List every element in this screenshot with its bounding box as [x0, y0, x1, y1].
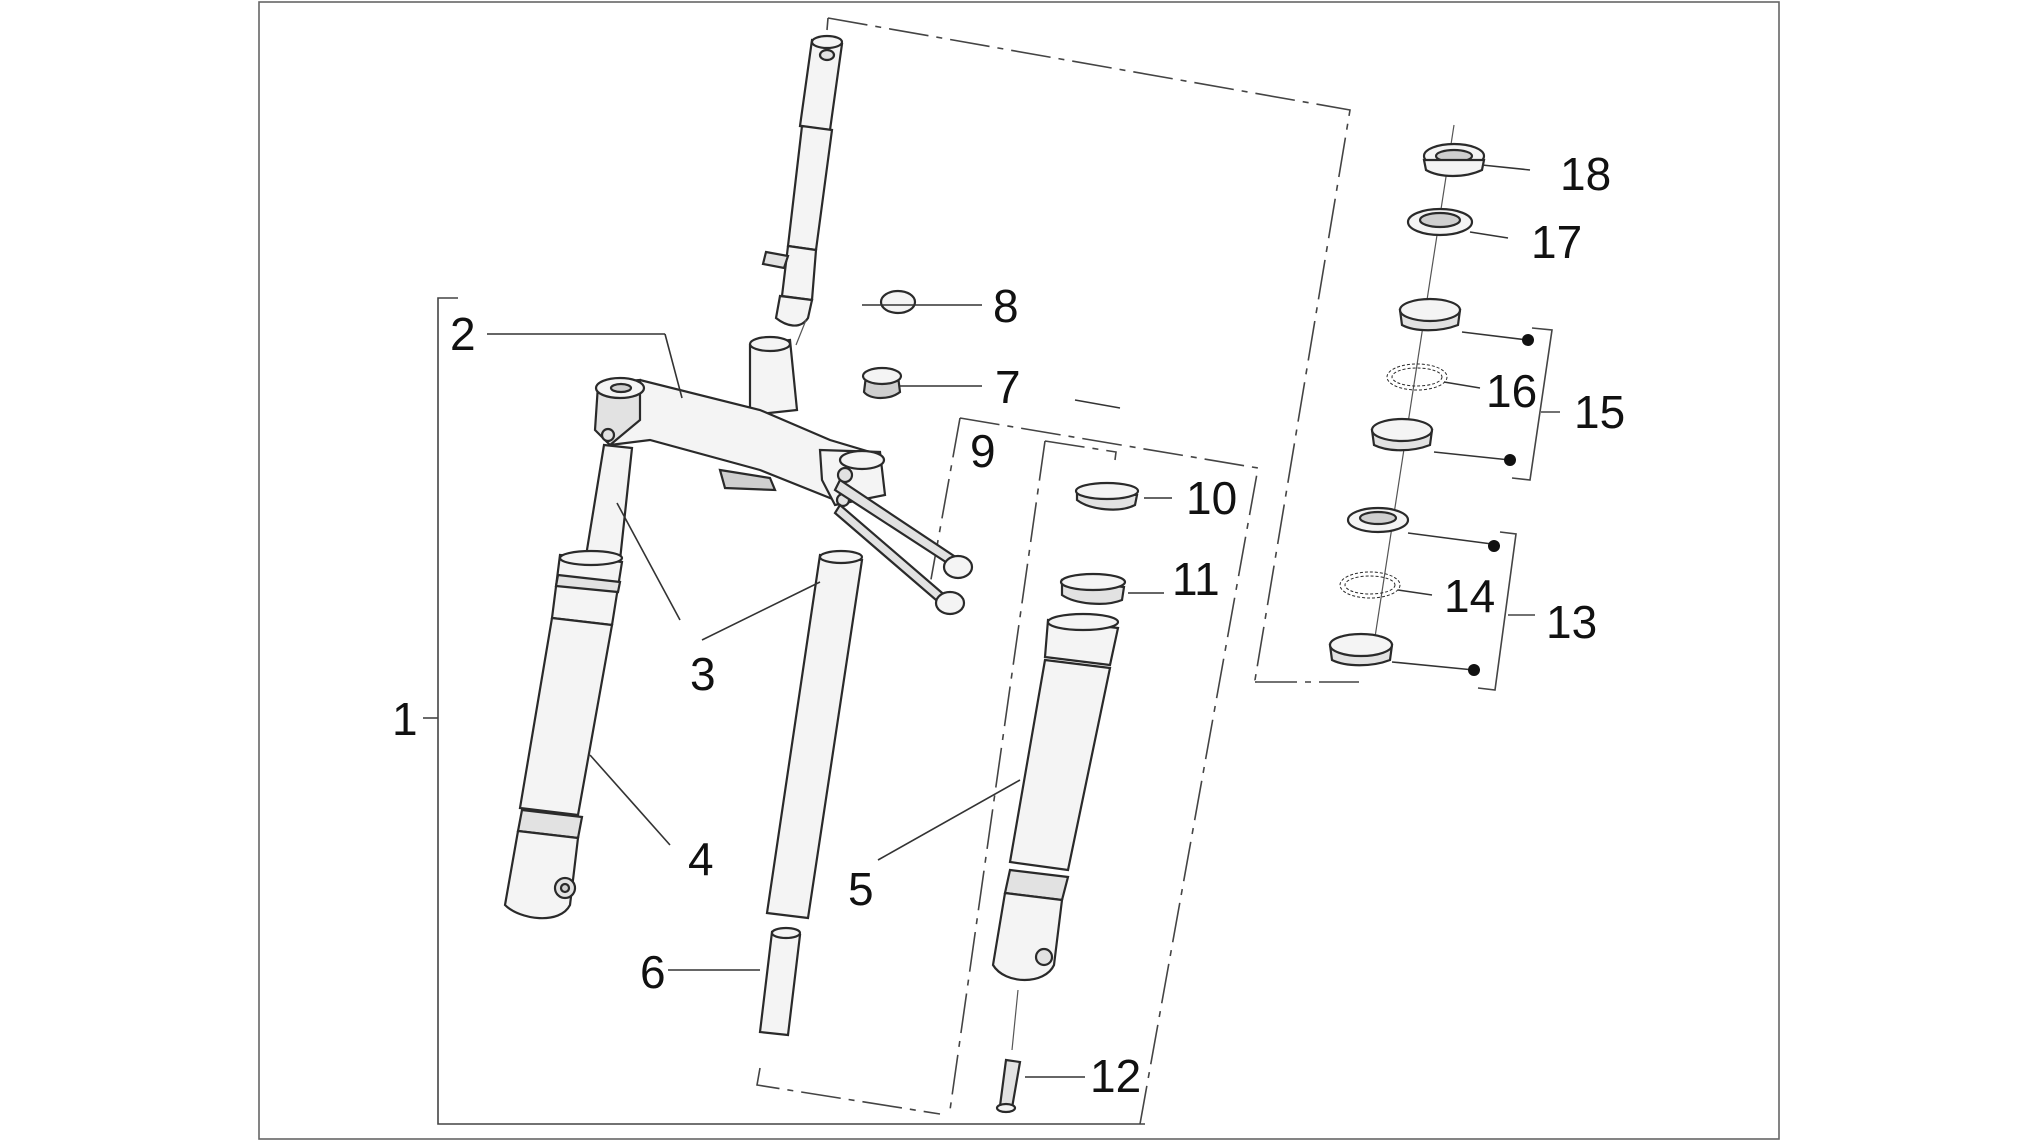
bearing-14	[1339, 571, 1401, 599]
right-fork-leg	[991, 612, 1120, 1051]
group-bracket-15	[1433, 327, 1560, 481]
fork-pipe-outline	[756, 440, 1360, 1115]
label-8: 8	[993, 280, 1019, 332]
label-1: 1	[392, 693, 418, 745]
label-9: 9	[970, 425, 996, 477]
label-15: 15	[1574, 386, 1625, 438]
label-17: 17	[1531, 216, 1582, 268]
label-6: 6	[640, 946, 666, 998]
outer-frame	[258, 1, 1780, 1140]
bolts	[833, 478, 974, 616]
bolt-12	[995, 1058, 1022, 1114]
damper-rod	[758, 926, 802, 1037]
steering-stem	[761, 34, 844, 346]
label-12: 12	[1090, 1050, 1141, 1102]
cup-upper-13	[1346, 506, 1410, 534]
ring-11	[1059, 572, 1127, 605]
label-4: 4	[688, 833, 714, 885]
label-16: 16	[1486, 365, 1537, 417]
steering-assembly-outline	[826, 17, 1351, 683]
label-13: 13	[1546, 596, 1597, 648]
inner-fork-tube	[765, 549, 864, 920]
label-10: 10	[1186, 472, 1237, 524]
leader-lines	[487, 164, 1531, 1078]
label-5: 5	[848, 863, 874, 915]
label-3: 3	[690, 648, 716, 700]
left-fork-leg	[503, 443, 634, 920]
cup-lower-15	[1370, 417, 1434, 452]
bearing-16	[1386, 363, 1448, 391]
label-2: 2	[450, 308, 476, 360]
fork-yoke	[593, 335, 887, 508]
cup-lower-13	[1328, 632, 1394, 667]
right-leg-outline	[929, 417, 1259, 1125]
label-7: 7	[995, 361, 1021, 413]
washer-17	[1406, 207, 1474, 237]
headset-axis	[1372, 124, 1455, 651]
group-bracket-1	[423, 297, 1145, 1125]
label-14: 14	[1444, 570, 1495, 622]
group-bracket-13	[1391, 531, 1535, 691]
callout-labels: 1 2 3 4 5 6 7 8 9 10 11 12 13 14 15 16 1…	[392, 148, 1625, 1102]
seal-10	[1074, 481, 1140, 511]
locknut-18	[1422, 142, 1486, 178]
cap-8	[879, 289, 917, 315]
cap-7	[861, 366, 903, 400]
cup-upper-15	[1398, 297, 1462, 332]
label-18: 18	[1560, 148, 1611, 200]
label-11: 11	[1172, 553, 1220, 605]
